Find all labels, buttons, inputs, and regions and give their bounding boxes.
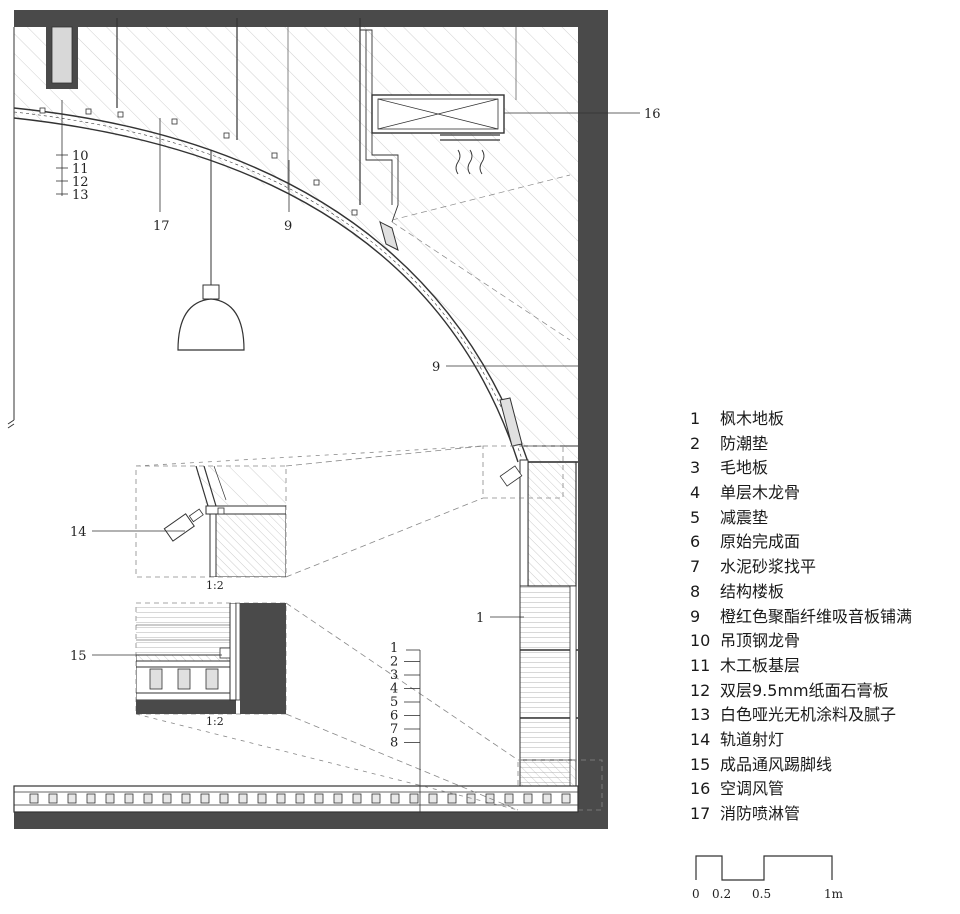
legend-number: 14: [690, 729, 711, 749]
legend-label: 毛地板: [720, 458, 769, 478]
legend-number: 9: [690, 606, 701, 626]
callout-floor-layer: 4: [390, 682, 398, 697]
legend-number: 1: [690, 409, 701, 428]
ceiling-hanger-rods: [116, 18, 517, 205]
legend-number: 3: [690, 458, 701, 478]
callout-14: 14: [70, 525, 87, 540]
legend-item: 13 白色哑光无机涂料及腻子: [690, 703, 958, 728]
legend-item: 8 结构楼板: [690, 580, 958, 605]
legend-label: 减震垫: [720, 507, 769, 527]
legend-number: 7: [690, 557, 701, 577]
legend-label: 橙红色聚酯纤维吸音板铺满: [720, 606, 913, 626]
floor-buildup: [13, 785, 579, 813]
callout-9-side: 9: [432, 360, 440, 375]
callout-floor-layer: 3: [390, 668, 398, 683]
callout-floor-layer: 5: [390, 695, 398, 710]
right-wall-lining: [482, 445, 603, 811]
detail-upper-scale: 1:2: [206, 579, 224, 592]
structural-walls: [7, 10, 608, 829]
callout-leaders: [56, 100, 640, 812]
callout-floor-layer: 7: [390, 722, 398, 737]
legend-item: 17 消防喷淋管: [690, 802, 958, 827]
legend-item: 10 吊顶钢龙骨: [690, 629, 958, 654]
legend-label: 轨道射灯: [720, 729, 785, 749]
legend-item: 6 原始完成面: [690, 530, 958, 555]
legend-label: 木工板基层: [720, 655, 801, 675]
legend-number: 6: [690, 532, 701, 552]
scale-bar: 0 0.2 0.5 1m: [692, 855, 844, 901]
scale-tick-0-5: 0.5: [752, 887, 771, 901]
callout-floor-layer: 1: [390, 641, 398, 656]
legend-number: 5: [690, 507, 701, 527]
legend-label: 原始完成面: [720, 532, 801, 552]
material-legend: 1 枫木地板 2 防潮垫 3 毛地板 4 单层木龙骨 5 减震垫 6 原始完成面 7 水泥砂浆找平 8 结构楼…: [690, 407, 958, 827]
legend-label: 结构楼板: [720, 581, 785, 601]
legend-number: 8: [690, 581, 701, 601]
legend-item: 2 防潮垫: [690, 432, 958, 457]
legend-number: 17: [690, 804, 711, 823]
legend-label: 白色哑光无机涂料及腻子: [720, 705, 897, 725]
scale-tick-1m: 1m: [824, 887, 844, 901]
ceiling-beam-core: [51, 26, 73, 84]
callout-floor-layer: 6: [390, 709, 398, 724]
legend-number: 2: [690, 433, 701, 453]
legend-item: 1 枫木地板: [690, 407, 958, 432]
legend-item: 4 单层木龙骨: [690, 481, 958, 506]
legend-number: 10: [690, 631, 711, 651]
legend-item: 3 毛地板: [690, 456, 958, 481]
callout-15: 15: [70, 649, 87, 664]
detail-upper: [135, 465, 287, 578]
callout-17: 17: [153, 219, 170, 234]
legend-item: 14 轨道射灯: [690, 728, 958, 753]
scale-tick-0-2: 0.2: [712, 887, 731, 901]
legend-item: 9 橙红色聚酯纤维吸音板铺满: [690, 605, 958, 630]
detail-lower: [135, 602, 287, 715]
legend-number: 11: [690, 655, 711, 675]
legend-item: 16 空调风管: [690, 777, 958, 802]
callout-16: 16: [644, 107, 661, 122]
right-wall: [578, 27, 608, 829]
detail-projection-lines: [135, 445, 519, 811]
callout-1: 1: [476, 611, 484, 626]
legend-label: 消防喷淋管: [720, 804, 801, 823]
callout-floor-layer: 2: [390, 655, 398, 670]
ceiling-slab: [14, 10, 608, 27]
legend-number: 4: [690, 483, 701, 503]
ac-duct: [360, 29, 571, 341]
legend-item: 7 水泥砂浆找平: [690, 555, 958, 580]
legend-label: 单层木龙骨: [720, 483, 801, 503]
callout-floor-layer: 8: [390, 736, 398, 751]
pendant-lamp: [177, 150, 245, 351]
callout-10: 10: [72, 149, 89, 164]
legend-item: 5 减震垫: [690, 506, 958, 531]
floor-slab: [14, 812, 608, 829]
legend-number: 16: [690, 779, 711, 799]
legend-item: 12 双层9.5mm纸面石膏板: [690, 679, 958, 704]
legend-label: 水泥砂浆找平: [720, 557, 817, 577]
legend-item: 11 木工板基层: [690, 654, 958, 679]
legend-label: 吊顶钢龙骨: [720, 631, 801, 651]
callout-13: 13: [72, 188, 89, 203]
legend-label: 双层9.5mm纸面石膏板: [720, 680, 889, 700]
detail-lower-scale: 1:2: [206, 715, 224, 728]
legend-item: 15 成品通风踢脚线: [690, 753, 958, 778]
ceiling-void-hatch: [14, 27, 578, 462]
legend-number: 12: [690, 680, 711, 700]
legend-label: 成品通风踢脚线: [720, 754, 833, 774]
callout-11: 11: [72, 162, 89, 177]
legend-label: 枫木地板: [720, 409, 785, 428]
callout-12: 12: [72, 175, 89, 190]
curved-ceiling: [13, 107, 578, 463]
callout-9-top: 9: [284, 219, 292, 234]
scale-tick-0: 0: [692, 887, 700, 901]
legend-number: 15: [690, 754, 711, 774]
legend-number: 13: [690, 705, 711, 725]
legend-label: 空调风管: [720, 779, 785, 799]
legend-label: 防潮垫: [720, 433, 769, 453]
